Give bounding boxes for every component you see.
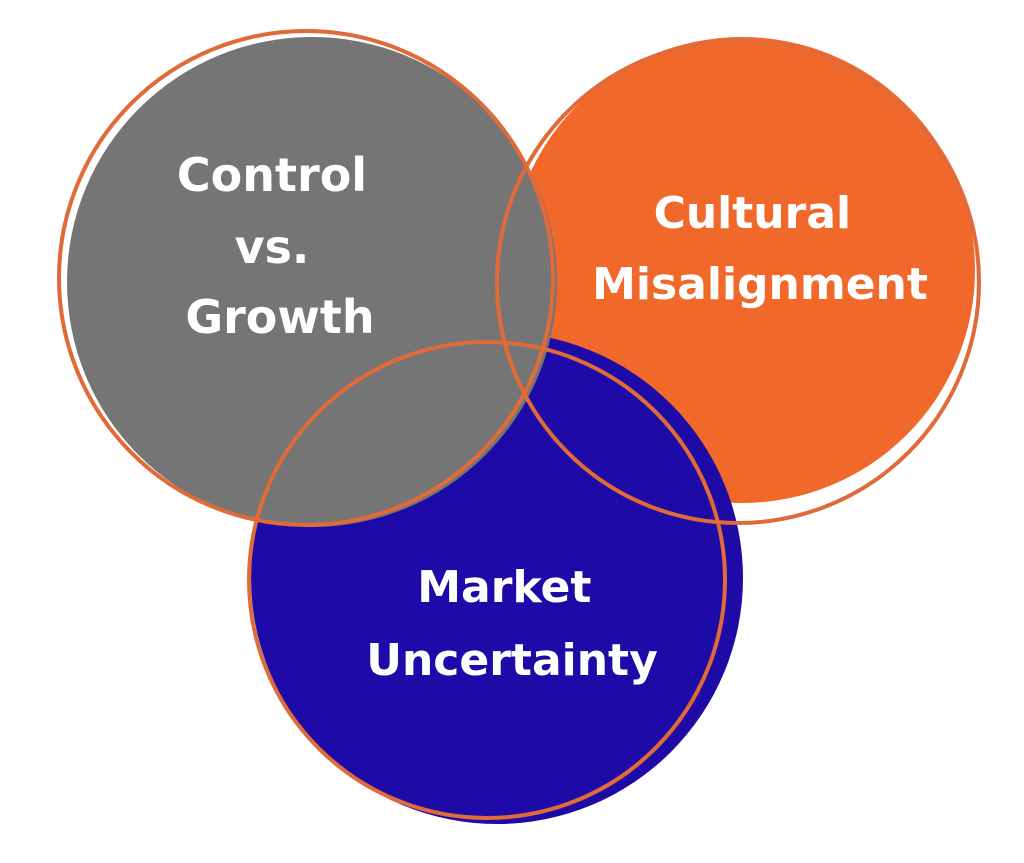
market-uncertainty-ring <box>247 340 727 820</box>
control-vs-growth-circle <box>67 37 557 527</box>
circle-labels: Control vs. Growth Cultural Misalignment… <box>177 148 928 686</box>
circle-outlines <box>57 29 981 820</box>
control-vs-growth-label: Control vs. Growth <box>177 148 383 344</box>
cultural-misalignment-ring <box>495 39 981 525</box>
market-label-line-2: Uncertainty <box>366 635 658 686</box>
control-label-line-2: vs. <box>235 220 310 274</box>
cultural-misalignment-label: Cultural Misalignment <box>592 188 928 310</box>
control-vs-growth-ring <box>57 29 555 527</box>
cultural-label-line-2: Misalignment <box>592 259 928 310</box>
cultural-label-line-1: Cultural <box>654 188 852 239</box>
control-label-line-1: Control <box>177 148 367 202</box>
control-label-line-3: Growth <box>185 290 374 344</box>
market-uncertainty-label: Market Uncertainty <box>366 562 658 686</box>
market-label-line-1: Market <box>417 562 591 613</box>
